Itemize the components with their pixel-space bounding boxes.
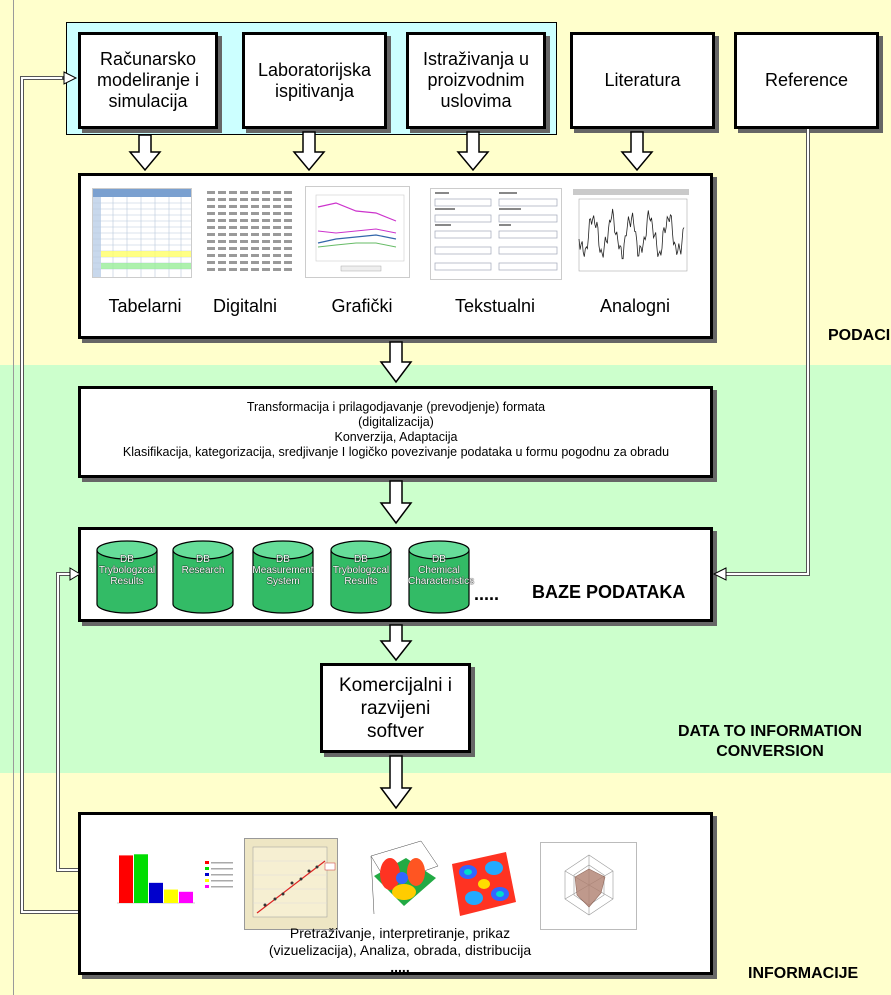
source-box-production: Istraživanja u proizvodnim uslovima [406,32,546,129]
surface-plot-image [370,840,439,915]
databases-ellipsis: ..... [474,584,500,604]
transformation-line-2: (digitalizacija) [358,415,434,429]
database-label-line2: Trybologzcal [98,565,156,576]
format-label-graphical: Grafički [331,296,393,316]
database-label-line3: Results [110,576,144,587]
contour-plot-thumbnail [445,845,522,922]
label-conversion-line2: CONVERSION [716,743,824,760]
label-data-to-information-conversion: DATA TO INFORMATION CONVERSION [640,722,891,762]
format-label-analog: Analogni [599,296,671,316]
regression-thumbnail [244,838,338,930]
graph-thumbnail-image [315,194,405,272]
output-line-1: Pretraživanje, interpretiranje, prikaz [289,925,511,941]
database-label-line1: DB [276,554,290,565]
format-label-digital: Digitalni [212,296,278,316]
form-thumbnail [430,188,562,280]
database-label-line2: Measurement [252,565,314,576]
transformation-line-3: Konverzija, Adaptacija [334,430,458,444]
format-label-textual: Tekstualni [454,296,536,316]
digital-thumbnail [205,188,295,278]
bar [149,882,163,903]
source-box-reference: Reference [734,32,879,129]
regression-image [252,846,336,918]
radar-chart-image [564,854,614,916]
database-label-line3: Results [344,576,378,587]
database-label-line2: Research [181,565,225,576]
format-label-tabular: Tabelarni [108,296,182,316]
label-podaci: PODACI [828,327,891,344]
database-label-line2: Trybologzcal [332,565,390,576]
database-label-line2: Chemical [418,565,460,576]
software-box: Komercijalni i razvijeni softver [320,663,471,753]
database-label-line3: System [266,576,300,587]
label-informacije: INFORMACIJE [748,965,859,982]
bar [164,889,178,903]
database-label-line1: DB [120,554,134,565]
bar-chart-image [117,854,233,904]
analog-thumbnail-image [573,189,689,272]
form-thumbnail-image [434,192,558,271]
surface-plot-thumbnail [365,835,442,919]
table-thumbnail-image [93,189,191,277]
database-label-line1: DB [196,554,210,565]
table-thumbnail [92,188,192,278]
transformation-line-4: Klasifikacija, kategorizacija, sredjivan… [122,445,670,459]
transformation-box [78,386,713,478]
transformation-line-1: Transformacija i prilagodjavanje (prevod… [246,400,546,414]
contour-plot-image [452,852,516,916]
analog-thumbnail [570,186,692,280]
output-line-3: ..... [390,959,410,975]
zone-boundary-line [13,0,14,995]
database-label-line1: DB [354,554,368,565]
graph-thumbnail [305,186,410,278]
database-label-line3: Characteristics [408,576,475,587]
bar [119,855,133,903]
bar-chart-thumbnail [112,840,239,910]
bar [179,891,193,903]
databases-title: BAZE PODATAKA [532,582,686,602]
transformation-text: Transformacija i prilagodjavanje (prevod… [84,400,708,460]
database-label-line1: DB [432,554,446,565]
source-box-laboratory: Laboratorijska ispitivanja [242,32,387,129]
source-box-literature: Literatura [570,32,715,129]
source-box-modeling: Računarsko modeliranje i simulacija [78,32,218,129]
digital-thumbnail-image [207,191,292,271]
output-text: Pretraživanje, interpretiranje, prikaz (… [180,925,620,976]
label-conversion-line1: DATA TO INFORMATION [678,723,862,740]
bar [134,854,148,903]
output-line-2: (vizuelizacija), Analiza, obrada, distri… [268,942,532,958]
radar-chart-thumbnail [540,842,637,930]
